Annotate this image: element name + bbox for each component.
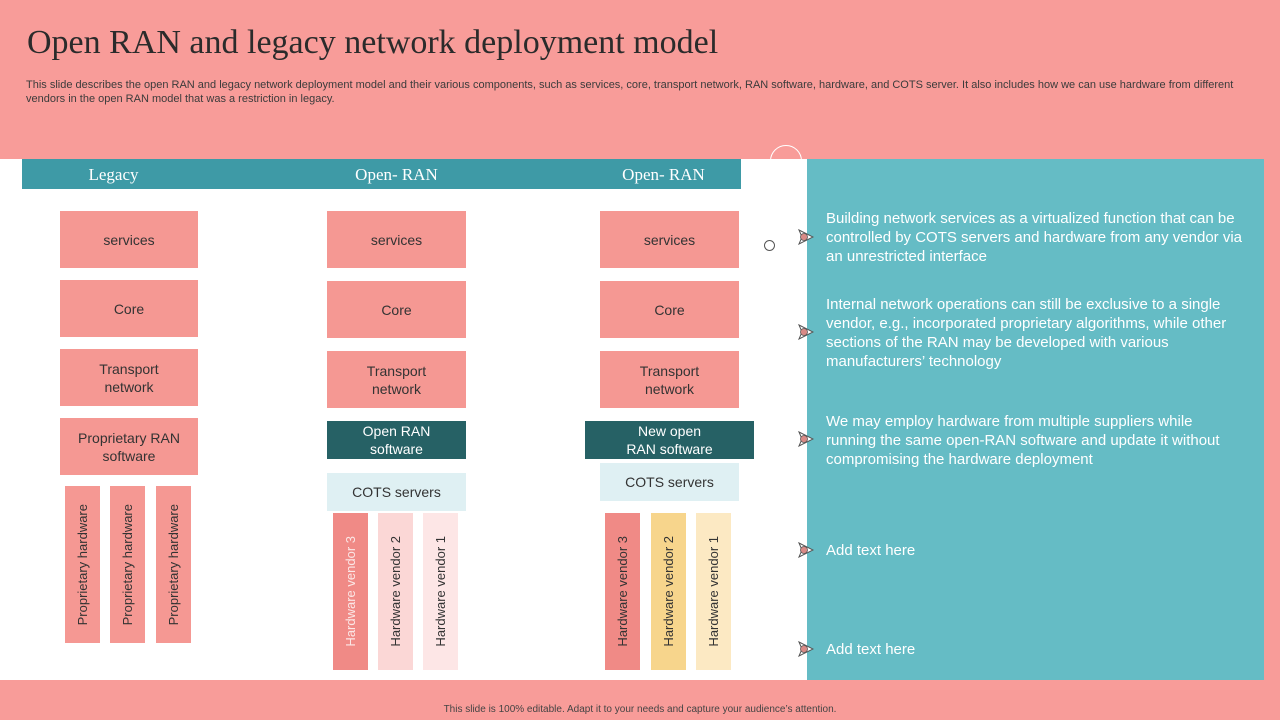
vendor-label: Hardware vendor 1 [706, 536, 721, 647]
vendor-label: Hardware vendor 2 [388, 536, 403, 647]
legacy-core-box: Core [60, 280, 198, 337]
diamond-marker-icon [798, 324, 814, 340]
open-ran-2-vendor-bar: Hardware vendor 1 [696, 513, 731, 670]
legacy-hardware-bar: Proprietary hardware [65, 486, 100, 643]
diamond-marker-icon [798, 431, 814, 447]
notes-panel [807, 159, 1264, 680]
column-header-open-ran-2: Open- RAN [622, 165, 705, 184]
circle-marker-icon [764, 240, 775, 251]
note-text: Add text here [826, 641, 916, 658]
legacy-hardware-label: Proprietary hardware [75, 503, 90, 626]
open-ran-2-cots-box: COTS servers [600, 463, 739, 501]
open-ran-1-vendor-bar: Hardware vendor 1 [423, 513, 458, 670]
diamond-marker-icon [798, 641, 814, 657]
diamond-marker-icon [798, 229, 814, 245]
open-ran-2-core-box: Core [600, 281, 739, 338]
note-text: Building network services as a virtualiz… [826, 210, 1243, 265]
note-text: Internal network operations can still be… [826, 296, 1227, 370]
legacy-ran-software-box: Proprietary RAN software [60, 418, 198, 475]
column-header-legacy: Legacy [88, 165, 139, 184]
vendor-label: Hardware vendor 3 [615, 536, 630, 647]
open-ran-1-vendor-bar: Hardware vendor 3 [333, 513, 368, 670]
column-header-bar [22, 159, 741, 189]
open-ran-2-software-box: New open RAN software [585, 421, 754, 459]
open-ran-2-services-box: services [600, 211, 739, 268]
decorative-circle-icon [770, 145, 802, 177]
column-header-open-ran-1: Open- RAN [355, 165, 438, 184]
vendor-label: Hardware vendor 2 [661, 536, 676, 647]
note-text: We may employ hardware from multiple sup… [826, 413, 1220, 468]
open-ran-1-software-box: Open RAN software [327, 421, 466, 459]
note-text: Add text here [826, 542, 916, 559]
open-ran-2-vendor-bar: Hardware vendor 2 [651, 513, 686, 670]
legacy-transport-box: Transport network [60, 349, 198, 406]
open-ran-1-services-box: services [327, 211, 466, 268]
vendor-label: Hardware vendor 3 [343, 536, 358, 647]
legacy-hardware-label: Proprietary hardware [166, 503, 181, 626]
footer-note: This slide is 100% editable. Adapt it to… [443, 704, 837, 715]
legacy-hardware-bar: Proprietary hardware [110, 486, 145, 643]
open-ran-1-cots-box: COTS servers [327, 473, 466, 511]
legacy-hardware-label: Proprietary hardware [120, 503, 135, 626]
open-ran-1-transport-box: Transport network [327, 351, 466, 408]
legacy-hardware-bar: Proprietary hardware [156, 486, 191, 643]
open-ran-2-vendor-bar: Hardware vendor 3 [605, 513, 640, 670]
legacy-services-box: services [60, 211, 198, 268]
page-title: Open RAN and legacy network deployment m… [27, 24, 719, 61]
open-ran-2-transport-box: Transport network [600, 351, 739, 408]
open-ran-1-vendor-bar: Hardware vendor 2 [378, 513, 413, 670]
slide-description: This slide describes the open RAN and le… [26, 79, 1234, 105]
diamond-marker-icon [798, 542, 814, 558]
vendor-label: Hardware vendor 1 [433, 536, 448, 647]
open-ran-1-core-box: Core [327, 281, 466, 338]
